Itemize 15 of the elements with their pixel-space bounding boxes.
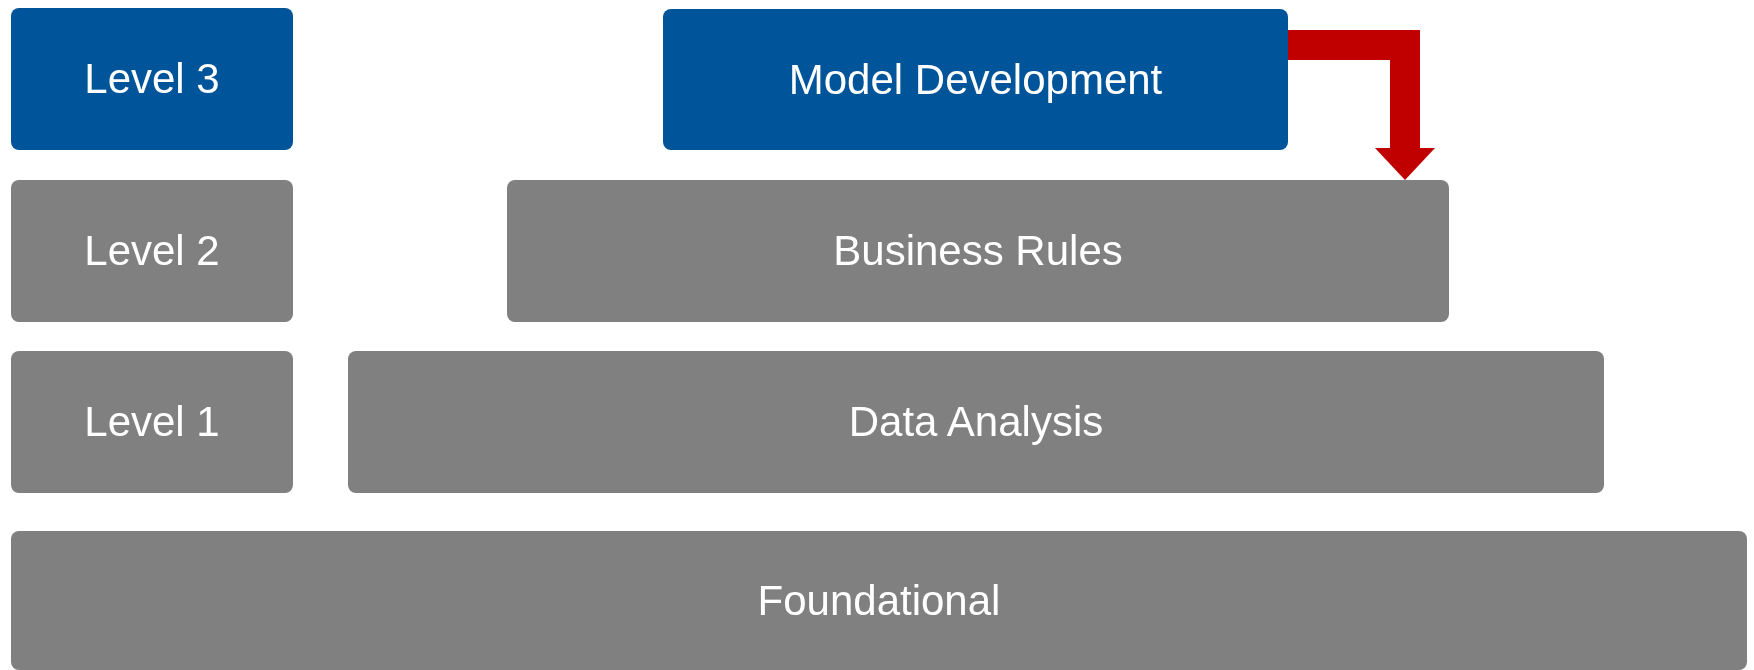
level-box (348, 351, 1604, 493)
level-box (11, 180, 293, 322)
box-label: Data Analysis (848, 398, 1104, 446)
box-label: Level 3 (84, 55, 220, 103)
box-label: Level 2 (84, 227, 220, 275)
level-box (507, 180, 1449, 322)
level-box (663, 9, 1288, 150)
level-box (11, 8, 293, 150)
box-label: Model Development (788, 55, 1163, 104)
level-box (11, 531, 1747, 670)
level-box (11, 351, 293, 493)
box-label: Business Rules (833, 227, 1123, 275)
box-label: Foundational (757, 576, 1001, 625)
bent-arrow (1288, 30, 1435, 180)
box-label: Level 1 (84, 398, 220, 446)
